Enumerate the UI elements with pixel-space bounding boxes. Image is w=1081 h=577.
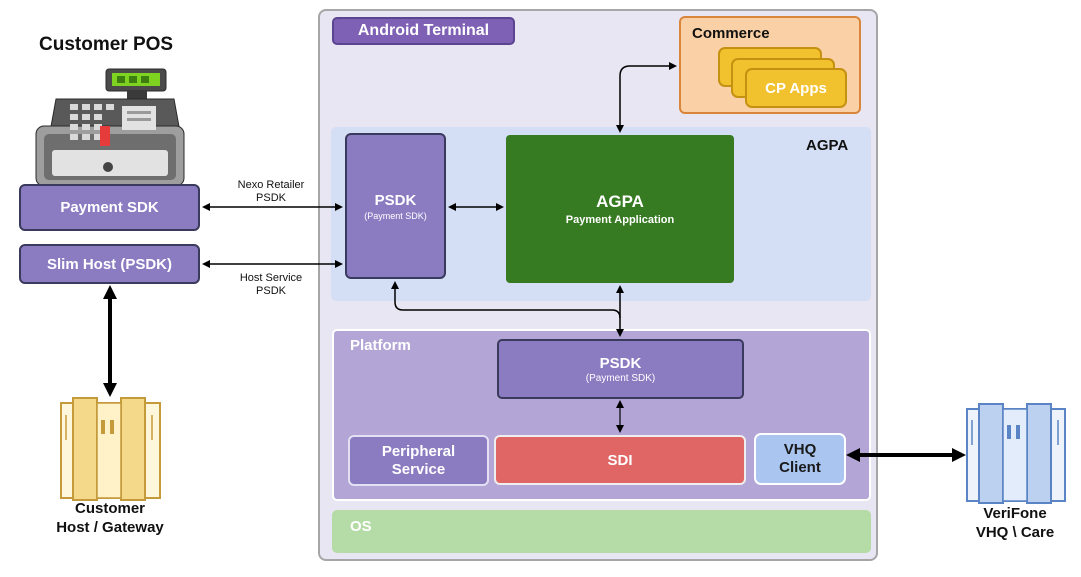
verifone-vhq-server-icon xyxy=(966,403,1066,504)
commerce-label: Commerce xyxy=(692,25,770,42)
vhq-line2: Client xyxy=(779,459,821,476)
customer-pos-title: Customer POS xyxy=(39,34,174,55)
agpa-zone-label: AGPA xyxy=(806,137,849,154)
customer-host-line1: Customer xyxy=(74,500,145,517)
cp-apps-card: CP Apps xyxy=(745,68,847,108)
psdk-platform-title: PSDK xyxy=(599,354,642,372)
host-service-label: Host Service PSDK xyxy=(218,272,324,298)
hostsvc-line2: PSDK xyxy=(256,285,286,297)
verifone-label: VeriFone VHQ \ Care xyxy=(951,504,1079,542)
platform-label: Platform xyxy=(350,337,411,354)
customer-host-line2: Host / Gateway xyxy=(56,519,164,536)
vhq-line1: VHQ xyxy=(783,441,817,458)
verifone-line2: VHQ \ Care xyxy=(975,524,1055,541)
os-label: OS xyxy=(350,518,372,535)
verifone-line1: VeriFone xyxy=(983,505,1047,522)
nexo-line1: Nexo Retailer xyxy=(237,179,305,191)
hostsvc-line1: Host Service xyxy=(239,272,303,284)
psdk-agpa-box: PSDK (Payment SDK) xyxy=(345,133,446,279)
peripheral-service-box: Peripheral Service xyxy=(348,435,489,486)
customer-host-server-icon xyxy=(60,397,161,501)
payment-sdk-box: Payment SDK xyxy=(19,184,200,231)
peripheral-line2: Service xyxy=(391,460,446,478)
sdi-box: SDI xyxy=(494,435,746,485)
vhq-client-box: VHQ Client xyxy=(754,433,846,485)
nexo-retailer-label: Nexo Retailer PSDK xyxy=(218,179,324,205)
agpa-application-box: AGPA Payment Application xyxy=(506,135,734,283)
os-zone xyxy=(332,510,871,553)
psdk-agpa-subtitle: (Payment SDK) xyxy=(364,210,427,221)
android-terminal-title: Android Terminal xyxy=(332,17,515,45)
customer-host-label: Customer Host / Gateway xyxy=(30,499,190,537)
psdk-agpa-title: PSDK xyxy=(374,191,417,209)
agpa-app-title: AGPA xyxy=(596,192,644,211)
peripheral-line1: Peripheral xyxy=(381,442,456,460)
psdk-platform-box: PSDK (Payment SDK) xyxy=(497,339,744,399)
nexo-line2: PSDK xyxy=(256,192,286,204)
psdk-platform-subtitle: (Payment SDK) xyxy=(585,372,656,384)
slim-host-box: Slim Host (PSDK) xyxy=(19,244,200,284)
agpa-app-subtitle: Payment Application xyxy=(565,214,675,226)
